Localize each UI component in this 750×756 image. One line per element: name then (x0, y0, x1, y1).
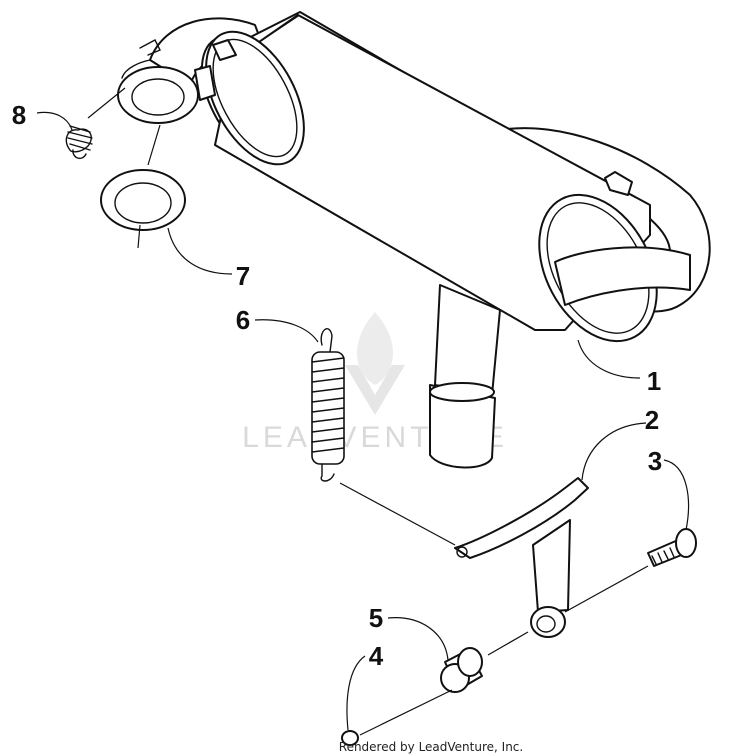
callout-4: 4 (369, 641, 384, 671)
watermark-flame-icon (356, 312, 394, 385)
callout-1: 1 (647, 366, 661, 396)
callout-5: 5 (369, 603, 383, 633)
callout-8: 8 (12, 100, 26, 130)
footer-credit: Rendered by LeadVenture, Inc. (339, 740, 523, 754)
gasket-upper (117, 39, 199, 124)
gasket-lower (100, 169, 186, 231)
bolt (647, 528, 697, 567)
callout-2: 2 (645, 405, 659, 435)
spring-long (311, 328, 345, 482)
callout-6: 6 (236, 305, 250, 335)
mounting-bracket (454, 477, 589, 638)
watermark-v-icon (345, 365, 405, 415)
spring-small (65, 125, 93, 160)
bushing (440, 647, 483, 693)
muffler-assembly (149, 11, 711, 469)
callout-7: 7 (236, 261, 250, 291)
nut (341, 730, 359, 746)
callout-3: 3 (648, 446, 662, 476)
